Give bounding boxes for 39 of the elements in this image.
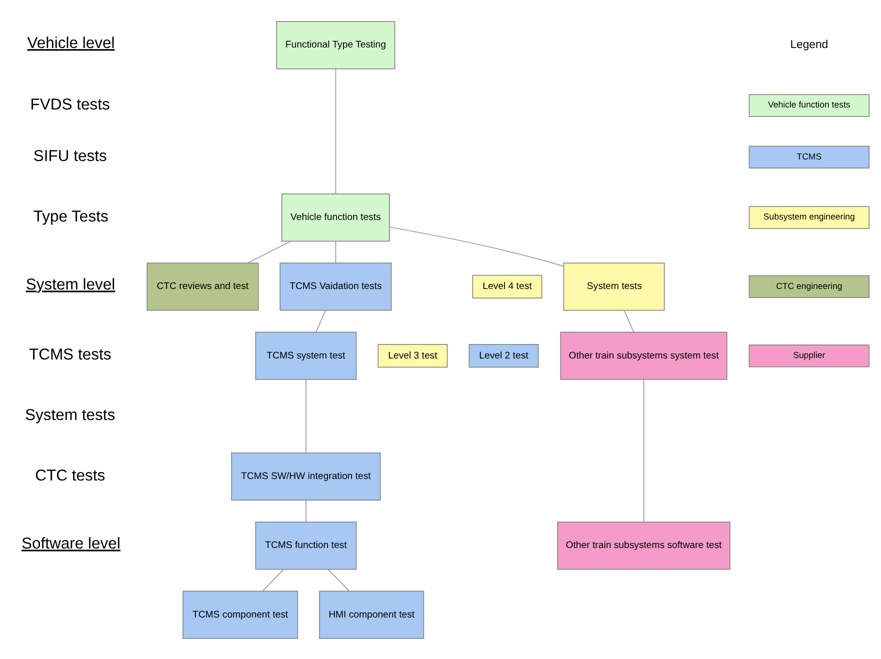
connector bbox=[262, 568, 284, 592]
label: Legend bbox=[790, 38, 828, 51]
legend-label: TCMS bbox=[796, 150, 822, 161]
connector bbox=[335, 240, 336, 263]
legend-label: Subsystem engineering bbox=[763, 211, 855, 222]
node-box: TCMS Vaidation tests bbox=[280, 262, 392, 310]
label: Type Tests bbox=[33, 208, 108, 225]
label: CTC tests bbox=[35, 466, 106, 484]
node-box: HMI component test bbox=[319, 590, 424, 638]
label: System level bbox=[26, 276, 116, 294]
legend-label: Supplier bbox=[793, 350, 826, 360]
legend-label: Vehicle function tests bbox=[768, 99, 850, 110]
connector bbox=[643, 378, 644, 522]
connector bbox=[316, 309, 326, 332]
node-box: Level 4 test bbox=[472, 274, 542, 298]
node-box: TCMS function test bbox=[255, 521, 357, 570]
legend-label: CTC engineering bbox=[776, 280, 842, 290]
label: FVDS tests bbox=[30, 96, 110, 113]
node-box: Level 2 test bbox=[468, 344, 539, 368]
node-box: TCMS SW/HW integration test bbox=[231, 452, 381, 500]
connector bbox=[624, 309, 634, 332]
label: SIFU tests bbox=[33, 148, 107, 165]
node-box: TCMS component test bbox=[182, 590, 298, 638]
connector bbox=[328, 568, 350, 592]
connector bbox=[389, 226, 564, 266]
label: System tests bbox=[25, 406, 116, 424]
node-box: Other train subsystems software test bbox=[557, 521, 730, 570]
label: Vehicle level bbox=[27, 34, 115, 52]
node-box: Other train subsystems system test bbox=[560, 331, 728, 380]
node-box: System tests bbox=[563, 262, 665, 310]
connector bbox=[247, 240, 292, 263]
node-box: Functional Type Testing bbox=[276, 20, 396, 69]
label: Software level bbox=[22, 535, 120, 552]
node-box: Level 3 test bbox=[378, 344, 448, 368]
node-box: Vehicle function tests bbox=[281, 192, 390, 242]
label: TCMS tests bbox=[28, 346, 112, 364]
node-box: TCMS system test bbox=[255, 331, 357, 380]
node-box: CTC reviews and test bbox=[146, 262, 259, 310]
connector bbox=[335, 68, 336, 194]
